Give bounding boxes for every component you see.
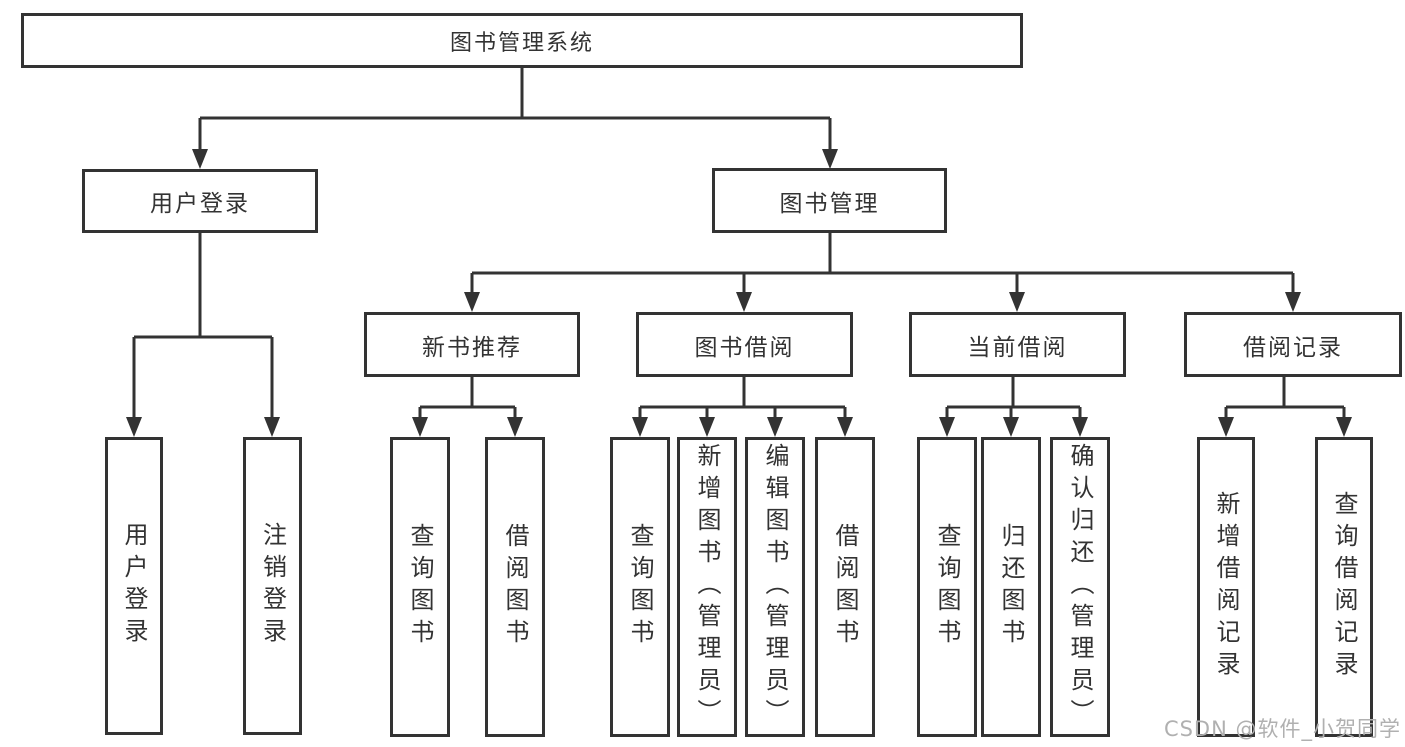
leaf-query-borrow-record: 查询借阅记录 — [1315, 437, 1373, 737]
arrowheads — [126, 149, 1352, 437]
leaf-user-login: 用户登录 — [105, 437, 163, 735]
leaf-logout-label: 注销登录 — [258, 522, 287, 650]
leaf-edit-books-admin-label: 编辑图书（管理员） — [761, 443, 789, 731]
leaf-borrow-books-borrowing-label: 借阅图书 — [831, 523, 859, 651]
node-current-borrowing: 当前借阅 — [909, 312, 1126, 377]
leaf-add-books-admin: 新增图书（管理员） — [677, 437, 737, 737]
node-borrowing-records: 借阅记录 — [1184, 312, 1402, 377]
node-root-label: 图书管理系统 — [449, 30, 594, 56]
node-book-management: 图书管理 — [712, 168, 947, 233]
leaf-add-borrow-record-label: 新增借阅记录 — [1212, 491, 1240, 683]
node-book-borrowing: 图书借阅 — [636, 312, 853, 377]
leaf-query-books-current-label: 查询图书 — [933, 523, 961, 651]
node-borrowing-records-label: 借阅记录 — [1243, 334, 1343, 361]
leaf-query-books-recommend-label: 查询图书 — [406, 523, 434, 651]
node-user-login: 用户登录 — [82, 169, 318, 233]
node-current-borrowing-label: 当前借阅 — [967, 334, 1068, 361]
connector-path — [132, 68, 1346, 421]
leaf-edit-books-admin: 编辑图书（管理员） — [745, 437, 805, 737]
leaf-add-books-admin-label: 新增图书（管理员） — [693, 443, 721, 731]
leaf-return-books: 归还图书 — [981, 437, 1041, 737]
node-book-borrowing-label: 图书借阅 — [694, 334, 795, 361]
leaf-query-books-recommend: 查询图书 — [390, 437, 450, 737]
leaf-query-books-current: 查询图书 — [917, 437, 977, 737]
leaf-return-books-label: 归还图书 — [997, 523, 1025, 651]
node-book-management-label: 图书管理 — [779, 190, 880, 217]
leaf-user-login-label: 用户登录 — [120, 522, 148, 650]
leaf-query-books-borrowing: 查询图书 — [610, 437, 670, 737]
csdn-watermark: CSDN @软件_小贺同学 — [1163, 717, 1401, 741]
leaf-add-borrow-record: 新增借阅记录 — [1197, 437, 1255, 737]
node-root: 图书管理系统 — [21, 13, 1023, 68]
leaf-logout: 注销登录 — [243, 437, 302, 735]
leaf-query-books-borrowing-label: 查询图书 — [626, 523, 654, 651]
leaf-borrow-books-recommend-label: 借阅图书 — [501, 523, 529, 651]
node-user-login-label: 用户登录 — [150, 191, 250, 217]
node-new-book-recommendation: 新书推荐 — [364, 312, 580, 377]
leaf-borrow-books-recommend: 借阅图书 — [485, 437, 545, 737]
node-new-book-recommendation-label: 新书推荐 — [422, 334, 522, 361]
leaf-borrow-books-borrowing: 借阅图书 — [815, 437, 875, 737]
leaf-query-borrow-record-label: 查询借阅记录 — [1330, 491, 1358, 683]
leaf-confirm-return-admin: 确认归还（管理员） — [1050, 437, 1110, 737]
leaf-confirm-return-admin-label: 确认归还（管理员） — [1066, 443, 1094, 731]
